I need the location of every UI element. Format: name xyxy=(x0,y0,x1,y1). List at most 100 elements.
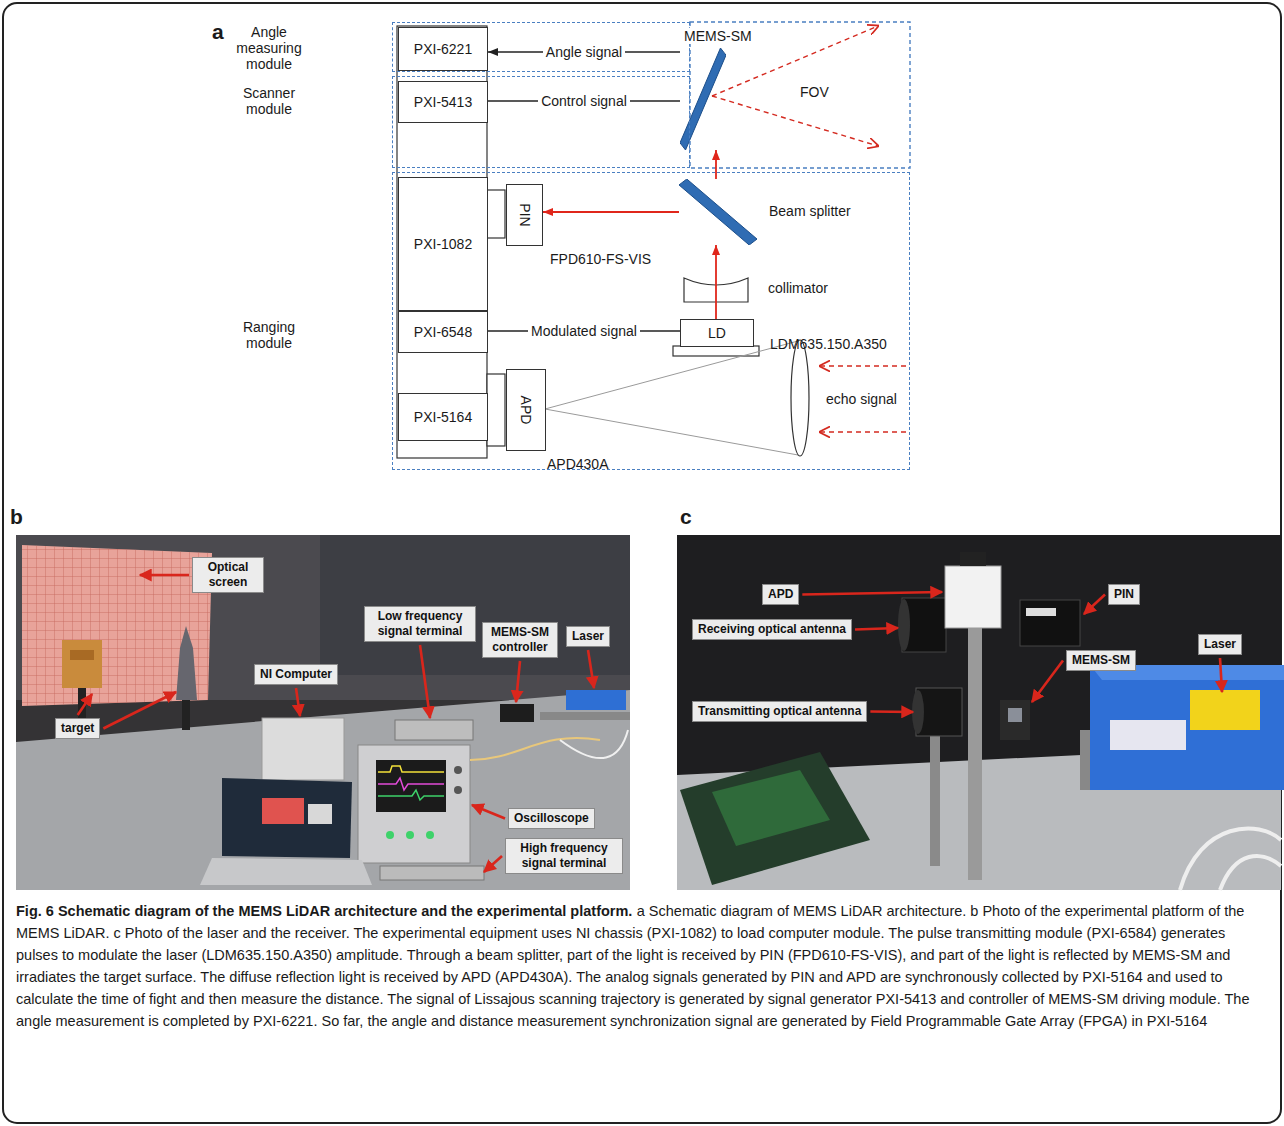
target-object xyxy=(62,640,102,688)
mems-mirror: MEMS-SM xyxy=(680,48,726,150)
card-name: PXI-6548 xyxy=(414,324,472,340)
laser-tag xyxy=(1110,720,1186,750)
platform-photo xyxy=(16,535,630,890)
optical-screen-shape xyxy=(22,545,212,706)
card-name: PXI-5413 xyxy=(414,94,472,110)
panel-letter: b xyxy=(10,505,23,529)
leader-arrow xyxy=(78,694,92,715)
leader-arrow xyxy=(516,661,520,702)
scope-trace xyxy=(378,778,444,790)
leader-arrow xyxy=(1084,595,1105,615)
cable xyxy=(1180,828,1281,890)
edge-label: Angle signal xyxy=(543,44,625,60)
laser-diode: LDLDM635.150.A350 xyxy=(680,319,754,347)
scope-trace xyxy=(378,790,444,800)
photo-ground xyxy=(677,535,1281,890)
oscilloscope-screen xyxy=(376,760,446,812)
pin-mount-plate xyxy=(487,190,505,238)
receiver-photo xyxy=(677,535,1284,890)
pin-label-plate xyxy=(1026,608,1056,616)
leader-arrow xyxy=(472,805,505,819)
controller-shape xyxy=(500,704,534,722)
scope-knob xyxy=(454,786,462,794)
light-path xyxy=(715,150,717,179)
callout-label: PIN xyxy=(1108,584,1140,605)
chassis-card: PXI-1082 xyxy=(398,177,488,311)
chassis-card: PXI-5413 xyxy=(398,81,488,123)
callout-label: MEMS-SM xyxy=(1066,650,1136,671)
leader-arrow xyxy=(802,592,942,595)
apd-shape xyxy=(945,566,1001,628)
laptop-screen xyxy=(222,778,352,858)
scope-knob xyxy=(454,766,462,774)
part-label: collimator xyxy=(768,280,828,296)
mirror-slab xyxy=(679,179,757,245)
callout-label: Optical screen xyxy=(192,557,264,593)
circuit-board xyxy=(680,752,870,885)
part-number: FPD610-FS-VIS xyxy=(550,251,651,267)
panel-letter: a xyxy=(212,20,224,44)
callout-label: Laser xyxy=(1198,634,1242,655)
edge-label: Control signal xyxy=(538,93,630,109)
receive-cone xyxy=(545,341,798,409)
module-title: Angle measuring module xyxy=(229,24,309,72)
leader-arrow xyxy=(103,692,176,729)
oscilloscope-body xyxy=(358,745,470,863)
module-title: Scanner module xyxy=(229,85,309,117)
cable xyxy=(1220,856,1281,890)
part-number: APD430A xyxy=(547,456,608,472)
mirror-outline xyxy=(680,48,726,150)
mems-mirror xyxy=(1008,708,1022,722)
scope-knob xyxy=(406,831,414,839)
photo-ground xyxy=(16,535,630,890)
chassis-card: PXI-6221 xyxy=(398,27,488,71)
target-object xyxy=(176,626,197,700)
optical-post xyxy=(968,600,982,880)
pin-shape xyxy=(1020,600,1080,646)
leader-arrow xyxy=(1032,661,1063,703)
signal-label: echo signal xyxy=(826,391,897,407)
beam-splitter: Beam splitter xyxy=(679,179,757,245)
mirror-slab xyxy=(680,48,726,150)
optical-post xyxy=(930,736,940,866)
callout-label: MEMS-SM controller xyxy=(482,622,558,658)
terminal-shape xyxy=(395,720,473,740)
fov-label: FOV xyxy=(800,84,829,100)
callout-label: Transmitting optical antenna xyxy=(692,701,867,722)
mirror-outline xyxy=(679,179,757,245)
splitter-label: Beam splitter xyxy=(769,203,851,219)
leader-arrow xyxy=(855,628,898,630)
mirror-label: MEMS-SM xyxy=(682,28,754,44)
chassis-card: PXI-6548 xyxy=(398,311,488,353)
edge-label: Modulated signal xyxy=(528,323,640,339)
photo-back xyxy=(320,535,630,675)
leader-arrow xyxy=(140,574,189,577)
apd-cap xyxy=(960,552,986,566)
cable xyxy=(560,730,628,758)
circuit-detail xyxy=(712,770,830,846)
scope-knob xyxy=(386,831,394,839)
optical-screen-grid xyxy=(22,545,212,706)
leader-arrow xyxy=(1220,658,1222,692)
leader-arrow xyxy=(296,688,300,716)
chassis-card: PXI-5164 xyxy=(398,393,488,441)
callout-label: APD xyxy=(762,584,799,605)
laser-name: LD xyxy=(708,325,726,341)
callout-label: High frequency signal terminal xyxy=(505,838,623,874)
module-region: Scanner modulePXI-5413 xyxy=(392,76,690,168)
callout-label: Oscilloscope xyxy=(508,808,595,829)
leader-arrow xyxy=(588,650,594,688)
ni-computer-shape xyxy=(262,718,344,780)
laptop-window xyxy=(308,804,332,824)
laser-shape xyxy=(566,690,626,710)
callout-label: Receiving optical antenna xyxy=(692,619,852,640)
optical-rail xyxy=(540,712,630,720)
receive-cone xyxy=(545,409,798,455)
pin-detector: PINFPD610-FS-VIS xyxy=(506,184,543,246)
callout-label: NI Computer xyxy=(254,664,338,685)
leader-arrow xyxy=(484,856,502,872)
panel-letter: c xyxy=(680,505,692,529)
apd-mount-plate xyxy=(487,374,505,446)
scope-trace xyxy=(378,766,444,772)
callout-label: Low frequency signal terminal xyxy=(364,606,476,642)
